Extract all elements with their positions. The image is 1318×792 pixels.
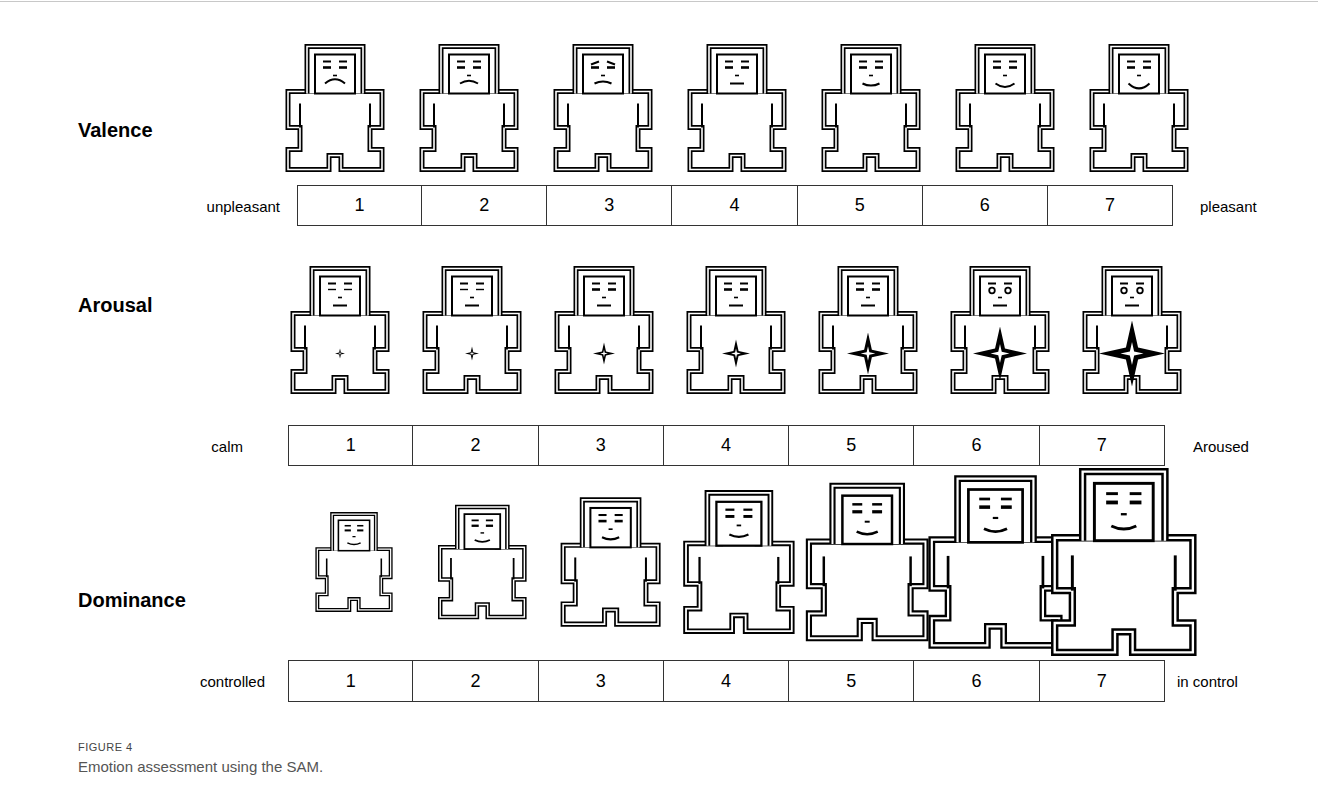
scale-cell: 5: [788, 425, 914, 466]
scale-cell: 3: [538, 660, 664, 702]
scale-number: 1: [346, 671, 356, 692]
scale-cell: 6: [922, 185, 1048, 226]
scale-cell: 2: [412, 425, 538, 466]
sam-figure: [288, 47, 382, 170]
scale-cell: 2: [421, 185, 547, 226]
scale-number: 6: [972, 671, 982, 692]
sam-figure: [1055, 472, 1193, 653]
sam-figure: [958, 47, 1052, 170]
scale-anchor: pleasant: [1200, 197, 1257, 214]
scale-cell: 4: [671, 185, 797, 226]
scale-cell: 2: [412, 660, 538, 702]
scale-cell: 1: [297, 185, 422, 226]
scale-number: 6: [972, 435, 982, 456]
sam-figure: [821, 269, 915, 392]
scale-number: 3: [596, 671, 606, 692]
scale-number: 1: [355, 195, 365, 216]
sam-figure: [440, 507, 524, 617]
scale-cell: 3: [538, 425, 664, 466]
sam-figure: [317, 514, 390, 610]
sam-figure: [293, 269, 387, 392]
sam-figure: [690, 47, 784, 170]
sam-figure: [425, 269, 519, 392]
sam-figure: [689, 269, 783, 392]
scale-cell: 7: [1039, 425, 1165, 466]
sam-figure: [953, 269, 1047, 392]
caption: Emotion assessment using the SAM.: [78, 758, 323, 775]
scale-cell: 7: [1039, 660, 1165, 702]
sam-figure: [422, 47, 516, 170]
scale-anchor: calm: [211, 437, 243, 454]
sam-figure: [824, 47, 918, 170]
scale-number: 3: [604, 195, 614, 216]
scale-anchor: unpleasant: [207, 197, 280, 214]
scale-number: 4: [721, 671, 731, 692]
scale-cell: 7: [1047, 185, 1173, 226]
scale-cell: 6: [913, 660, 1039, 702]
row-title: Valence: [78, 119, 153, 142]
scale-number: 1: [346, 435, 356, 456]
figure-number: FIGURE 4: [78, 741, 133, 753]
scale-number: 7: [1105, 195, 1115, 216]
scale-number: 7: [1097, 435, 1107, 456]
sam-figure: [932, 479, 1059, 646]
scale-anchor: Aroused: [1193, 437, 1249, 454]
scale-number: 2: [470, 671, 480, 692]
sam-figure: [557, 269, 651, 392]
sam-figure: [556, 47, 650, 170]
scale-number: 2: [470, 435, 480, 456]
scale-number: 7: [1097, 671, 1107, 692]
sam-figure: [1092, 47, 1186, 170]
scale-cell: 4: [663, 425, 789, 466]
scale-number: 2: [479, 195, 489, 216]
sam-figure: [563, 500, 658, 624]
scale-cell: 5: [788, 660, 914, 702]
scale-cell: 1: [288, 660, 413, 702]
row-title: Arousal: [78, 294, 152, 317]
sam-figure: [809, 486, 926, 639]
scale-number: 4: [729, 195, 739, 216]
scale-number: 5: [846, 435, 856, 456]
sam-figure: [686, 493, 792, 631]
scale-cell: 3: [546, 185, 672, 226]
top-rule: [0, 1, 1318, 2]
scale-number: 6: [980, 195, 990, 216]
scale-cell: 5: [797, 185, 923, 226]
scale-cell: 4: [663, 660, 789, 702]
scale-cell: 1: [288, 425, 413, 466]
sam-figure: [1085, 269, 1179, 392]
scale-anchor: in control: [1177, 673, 1238, 690]
scale-number: 5: [846, 671, 856, 692]
row-title: Dominance: [78, 589, 186, 612]
scale-number: 3: [596, 435, 606, 456]
scale-number: 5: [855, 195, 865, 216]
scale-number: 4: [721, 435, 731, 456]
scale-cell: 6: [913, 425, 1039, 466]
scale-anchor: controlled: [200, 673, 265, 690]
